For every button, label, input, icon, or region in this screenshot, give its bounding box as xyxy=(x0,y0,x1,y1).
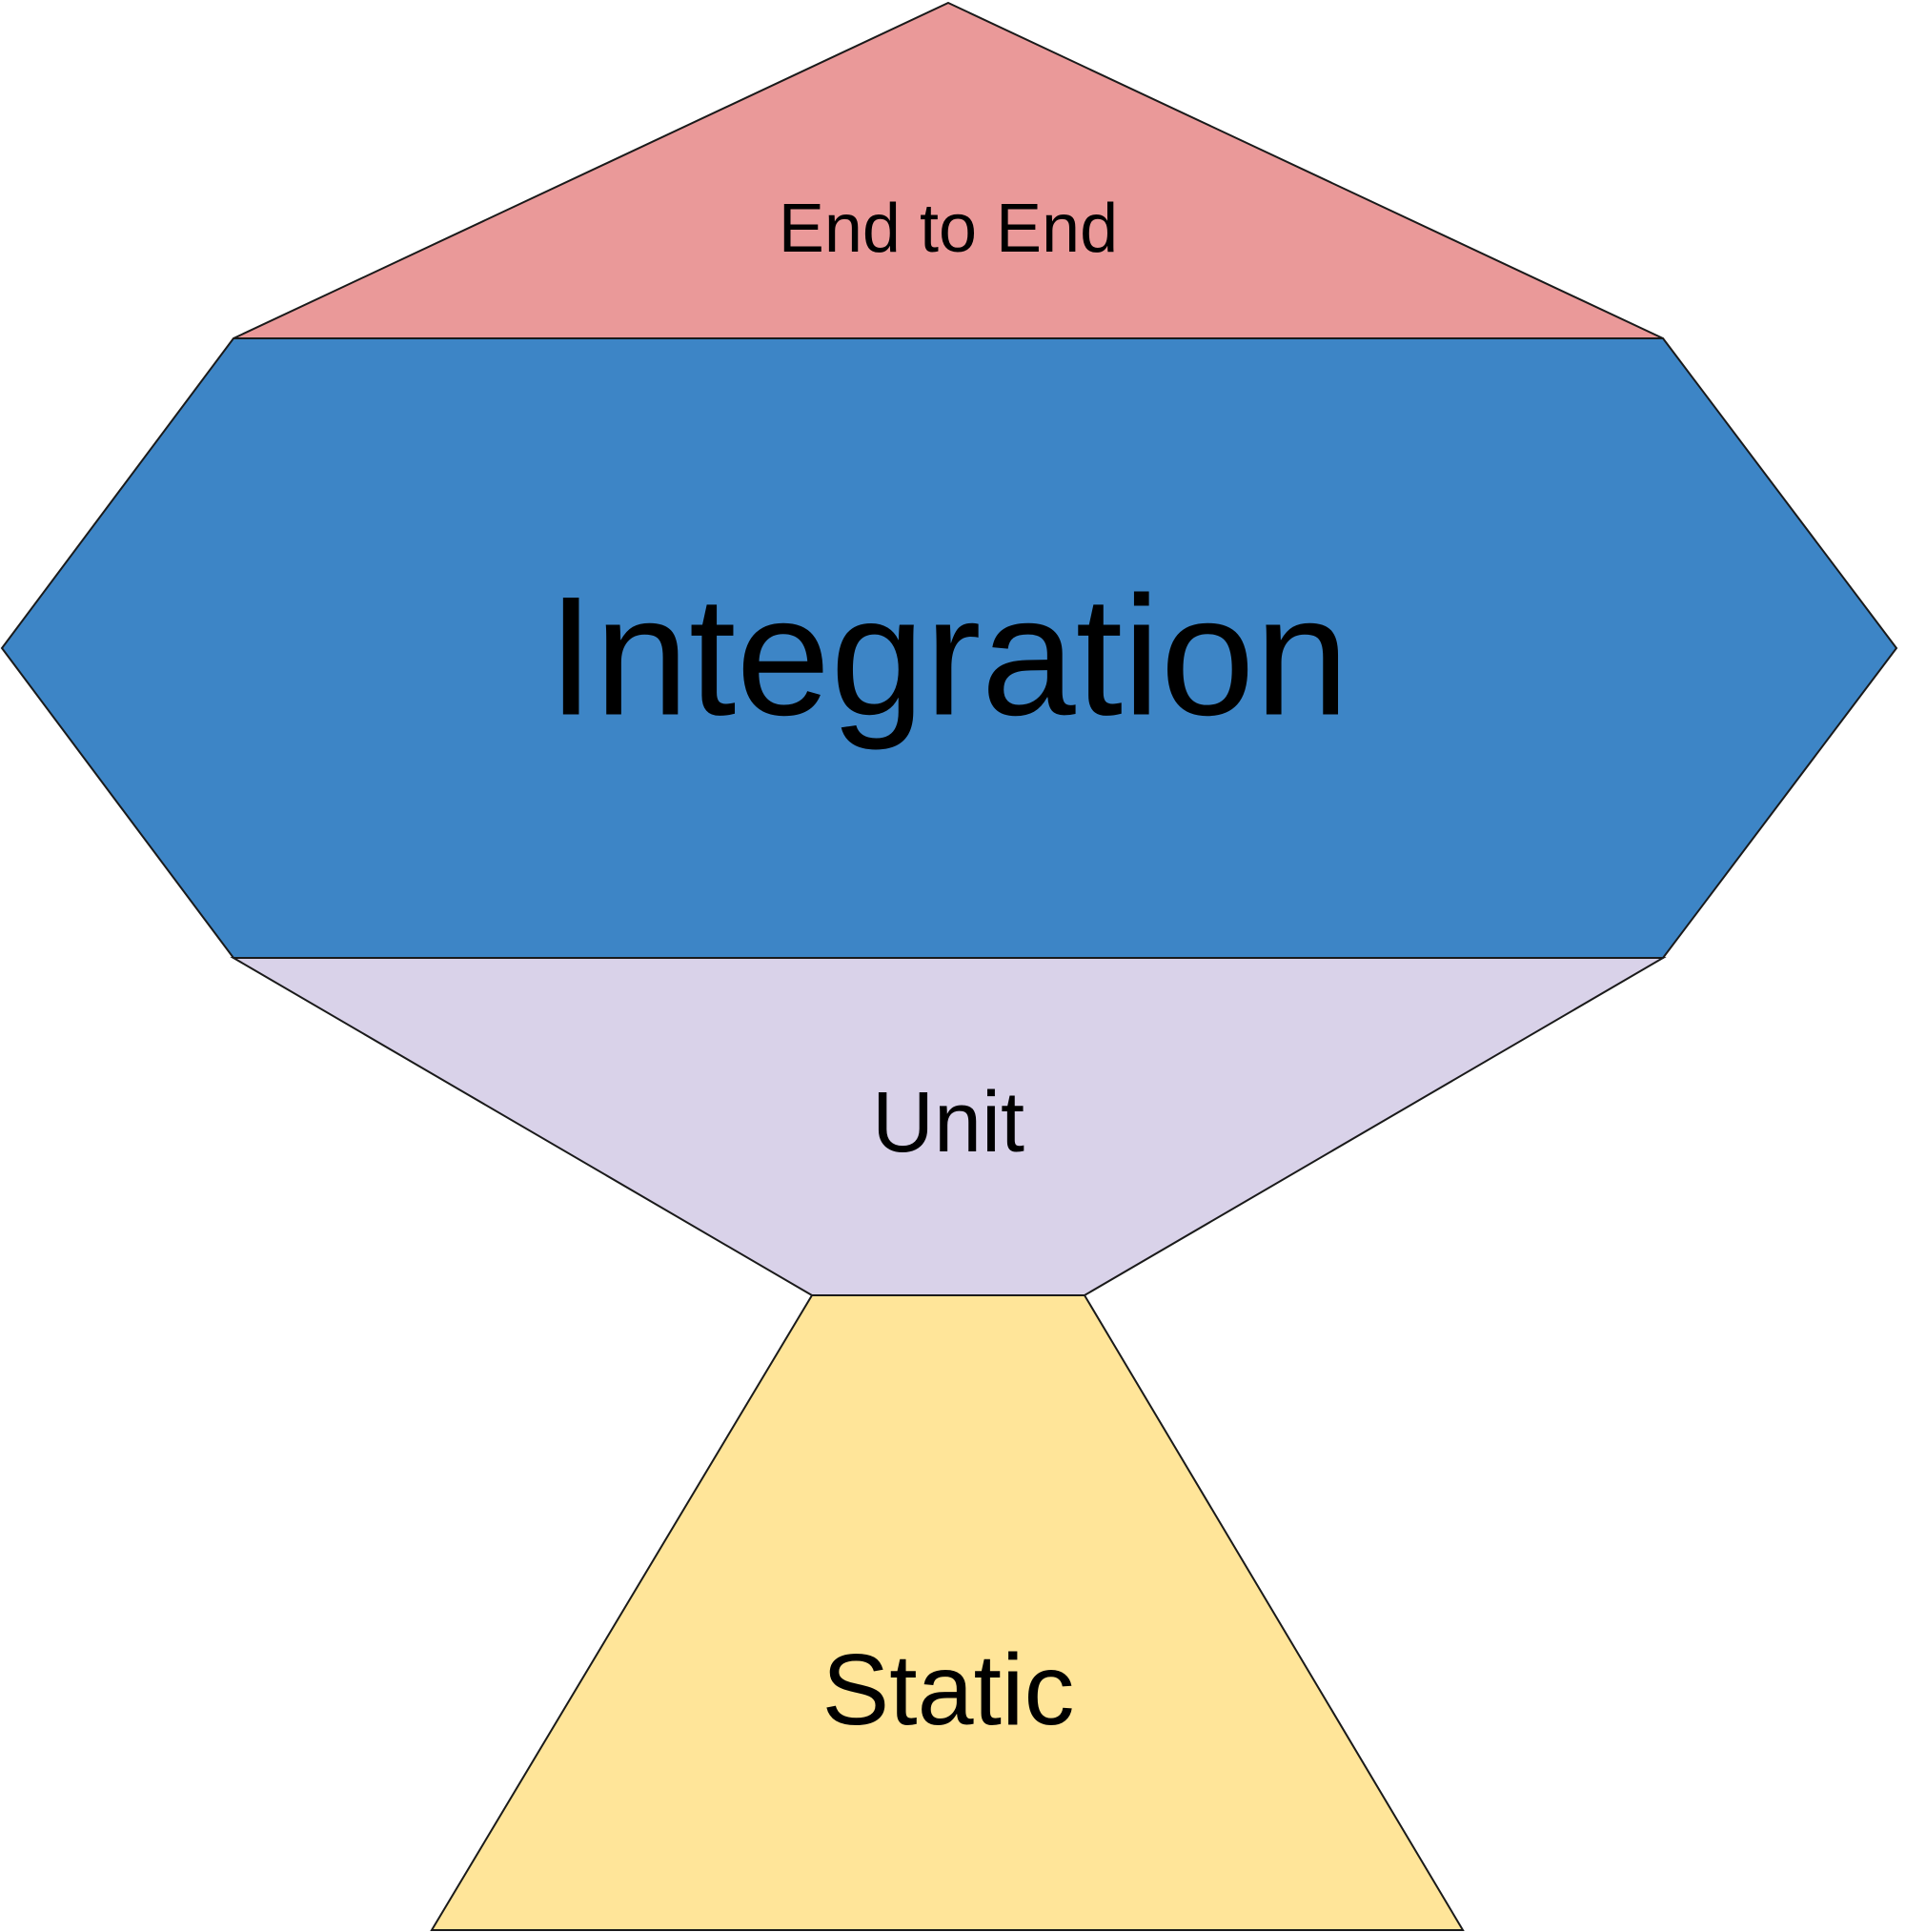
end-to-end-label: End to End xyxy=(779,191,1118,267)
unit-label: Unit xyxy=(872,1075,1024,1170)
static-layer-shape xyxy=(430,1294,1465,1931)
end-to-end-layer-shape xyxy=(233,1,1664,339)
integration-label: Integration xyxy=(547,561,1348,751)
static-label: Static xyxy=(821,1634,1074,1746)
